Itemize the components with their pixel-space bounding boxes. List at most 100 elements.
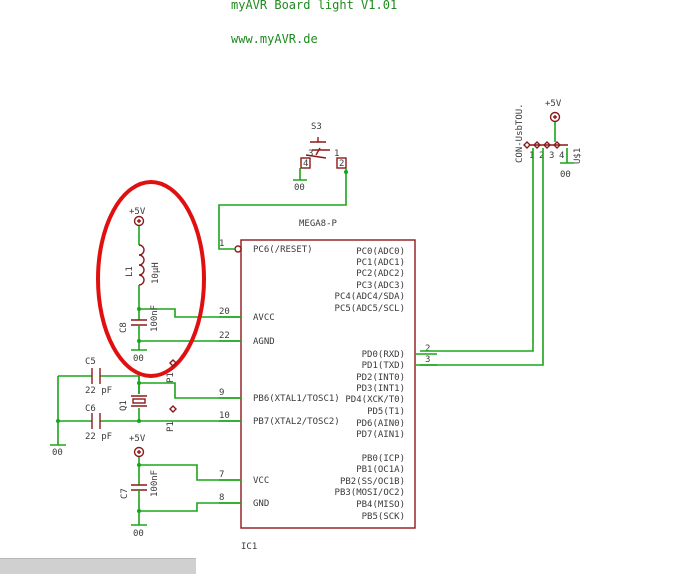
connector-pin-2: 2 [539, 151, 544, 161]
crystal-gnd-label: 00 [52, 448, 63, 458]
c7-vcc-label: +5V [129, 434, 146, 444]
connector-pin-1: 1 [529, 151, 534, 161]
avcc-wire [138, 285, 241, 320]
ic-right-pin-label: PB4(MISO) [356, 500, 405, 510]
ic-left-pin-number: 8 [219, 493, 224, 503]
vcc-plus-mark [553, 115, 557, 119]
ic-left-pin-number: 22 [219, 331, 230, 341]
ic-right-pin-label: PD2(INT0) [356, 373, 405, 383]
p1-name: P1 [166, 421, 176, 432]
ic-right-pin-label: PD0(RXD) [362, 350, 405, 360]
ic-right-pin-label: PD3(INT1) [356, 384, 405, 394]
junction [137, 339, 141, 343]
c5-name: C5 [85, 357, 96, 367]
horizontal-scrollbar[interactable] [0, 558, 196, 574]
switch-pin-3: 3 [308, 149, 313, 159]
ic-left-pin-label: PB7(XTAL2/TOSC2) [253, 417, 340, 427]
ic-left-pin-label: AVCC [253, 313, 275, 323]
c5-value: 22 pF [85, 386, 112, 396]
junction [137, 307, 141, 311]
junction [137, 509, 141, 513]
switch-pin-2: 2 [339, 159, 344, 169]
c7-name: C7 [120, 488, 130, 499]
q1-name: Q1 [119, 400, 129, 411]
switch-pin-1: 1 [334, 149, 339, 159]
p2-name: P1 [166, 372, 176, 383]
board-url: www.myAVR.de [231, 32, 318, 46]
junction [56, 419, 60, 423]
ic-left-pin-number: 10 [219, 411, 230, 421]
ic-body [240, 239, 416, 529]
switch-pin-4: 4 [303, 159, 308, 169]
ic-right-pin-label: PB3(MOSI/OC2) [335, 488, 405, 498]
ic-right-pin-label: PD1(TXD) [362, 361, 405, 371]
c7-gnd-label: 00 [133, 529, 144, 539]
switch-gnd-label: 00 [294, 183, 305, 193]
usb-gnd-wire [560, 148, 574, 164]
board-title: myAVR Board light V1.01 [231, 0, 397, 12]
junction [137, 419, 141, 423]
ic-right-pin-label: PB1(OC1A) [356, 465, 405, 475]
connector-part: U$1 [573, 148, 583, 164]
vcc-symbol [133, 215, 145, 227]
l1-value: 10µH [151, 262, 161, 284]
ic-right-pin-label: PC1(ADC1) [356, 258, 405, 268]
l1-name: L1 [125, 266, 135, 277]
junction [344, 170, 348, 174]
ic-name-label: IC1 [241, 542, 257, 552]
ic-left-pin-number: 9 [219, 388, 224, 398]
ic-left-pin-label: AGND [253, 337, 275, 347]
c7-value: 100nF [150, 470, 160, 497]
ic-left-pin-label: PB6(XTAL1/TOSC1) [253, 394, 340, 404]
c8-value: 100nF [150, 305, 160, 332]
ic-right-pin-label: PC5(ADC5/SCL) [335, 304, 405, 314]
ic-right-pins: PC0(ADC0)PC1(ADC1)PC2(ADC2)PC3(ADC3)PC4(… [335, 247, 437, 522]
ic-right-pin-number: 3 [425, 355, 430, 365]
capacitor-c5 [91, 368, 101, 384]
ic-right-pin-label: PD5(T1) [367, 407, 405, 417]
connector-pin-3: 3 [549, 151, 554, 161]
switch-name: S3 [311, 122, 322, 132]
switch-gnd-wire [293, 168, 307, 181]
ic-right-pin-label: PD7(AIN1) [356, 430, 405, 440]
crystal-q1 [131, 395, 147, 407]
reset-bubble [234, 245, 242, 253]
ic-right-pin-label: PD6(AIN0) [356, 419, 405, 429]
capacitor-c6 [91, 413, 101, 429]
c8-name: C8 [119, 322, 129, 333]
ic-right-pin-label: PB5(SCK) [362, 512, 405, 522]
capacitor-c8 [131, 319, 147, 326]
vcc-plus-mark [137, 450, 141, 454]
ic-left-pin-label: GND [253, 499, 269, 509]
ic-left-pin-number: 1 [219, 239, 224, 249]
ic-right-pin-label: PC3(ADC3) [356, 281, 405, 291]
c6-name: C6 [85, 404, 96, 414]
test-point-p1 [169, 405, 177, 413]
usb-vcc-label: +5V [545, 99, 562, 109]
inductor-l1 [138, 244, 145, 286]
junction [137, 381, 141, 385]
reset-wire [218, 168, 347, 250]
l1-vcc-label: +5V [129, 207, 146, 217]
connector-name: CON-UsbTOU. [515, 103, 525, 163]
ic-type-label: MEGA8-P [299, 219, 338, 229]
vcc-symbol [549, 111, 561, 123]
gnd-wire [131, 490, 241, 526]
rxd-wire [420, 148, 534, 352]
capacitor-c7 [131, 484, 147, 491]
ic-right-pin-label: PC2(ADC2) [356, 269, 405, 279]
ic-right-pin-label: PD4(XCK/T0) [345, 395, 405, 405]
c6-value: 22 pF [85, 432, 112, 442]
ic-right-pin-number: 2 [425, 344, 430, 354]
ic-left-pin-number: 7 [219, 470, 224, 480]
highlight-ellipse [96, 180, 206, 378]
ic-left-pin-label: VCC [253, 476, 269, 486]
ic-left-pin-label: PC6(/RESET) [253, 245, 313, 255]
ic-right-pin-label: PB2(SS/OC1B) [340, 477, 405, 487]
vcc-wire [138, 457, 241, 485]
ic-right-pin-label: PC4(ADC4/SDA) [335, 292, 405, 302]
vcc-symbol [133, 446, 145, 458]
vcc-plus-mark [137, 219, 141, 223]
test-point-p2 [169, 359, 177, 367]
